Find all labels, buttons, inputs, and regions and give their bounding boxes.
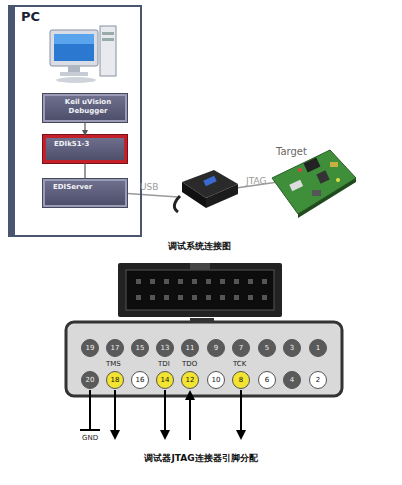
pin-circle: 19 [81,339,99,357]
pin-circle: 3 [283,339,301,357]
group-title: PC [21,9,40,24]
pc-frame: PC Keil uVision DebuggerEDIk51-3EDIServer [8,5,142,237]
pin-number: 2 [316,376,320,384]
figure-caption: 调试器JTAG连接器引脚分配 [0,452,402,465]
signal-name: TCK [233,360,246,368]
pin-circle: 14 [156,371,174,389]
pin-number: 17 [111,344,120,352]
figure-caption: 调试系统连接图 [168,240,231,253]
pin-circle: 13 [156,339,174,357]
pin-number: 13 [161,344,170,352]
signal-name: TMS [106,360,121,368]
connector-header [118,263,282,317]
pin-number: 1 [316,344,320,352]
pin-number: 19 [86,344,95,352]
key-notch [190,318,214,323]
pin-number: 9 [214,344,218,352]
pin-number: 11 [186,344,195,352]
pin-circle: 7 [232,339,250,357]
pin-number: 5 [265,344,269,352]
pin-circle: 2 [309,371,327,389]
usb-cable [120,193,178,197]
pin-circle: 17 [106,339,124,357]
pin-number: 8 [239,376,243,384]
pin-circle: 6 [258,371,276,389]
pin-circle: 1 [309,339,327,357]
pin-number: 14 [161,376,170,384]
signal-name: GND [82,434,98,442]
target-board [272,150,356,218]
pin-number: 6 [265,376,269,384]
pin-panel [66,322,342,396]
software-box: Keil uVision Debugger [43,94,127,122]
pin-circle: 10 [207,371,225,389]
connector-arrow [84,163,85,179]
pin-circle: 9 [207,339,225,357]
computer-icon [50,26,116,83]
cable-label: USB [140,182,158,192]
box-label: EDIServer [51,183,94,192]
pin-number: 10 [212,376,221,384]
pin-circle: 11 [181,339,199,357]
software-box: EDIk51-3 [43,135,127,163]
box-label: EDIk51-3 [52,140,91,149]
pin-number: 18 [111,376,120,384]
pin-circle: 16 [131,371,149,389]
pin-circle: 5 [258,339,276,357]
pin-number: 4 [290,376,294,384]
signal-name: TDO [182,360,197,368]
pin-number: 15 [136,344,145,352]
pin-number: 7 [239,344,243,352]
signal-name: TDI [158,360,170,368]
pin-number: 16 [136,376,145,384]
box-label: Keil uVision Debugger [51,98,125,116]
pin-circle: 12 [181,371,199,389]
cable-label: JTAG [246,176,266,186]
debugger-device [174,170,238,212]
signal-leads [80,390,246,440]
pin-circle: 8 [232,371,250,389]
software-box: EDIServer [43,179,127,207]
pin-circle: 20 [81,371,99,389]
pin-number: 3 [290,344,294,352]
pin-circle: 4 [283,371,301,389]
connector-arrow [84,122,85,135]
pin-circle: 18 [106,371,124,389]
pin-number: 20 [86,376,95,384]
device-label: Target [276,146,307,157]
pin-number: 12 [186,376,195,384]
pin-circle: 15 [131,339,149,357]
